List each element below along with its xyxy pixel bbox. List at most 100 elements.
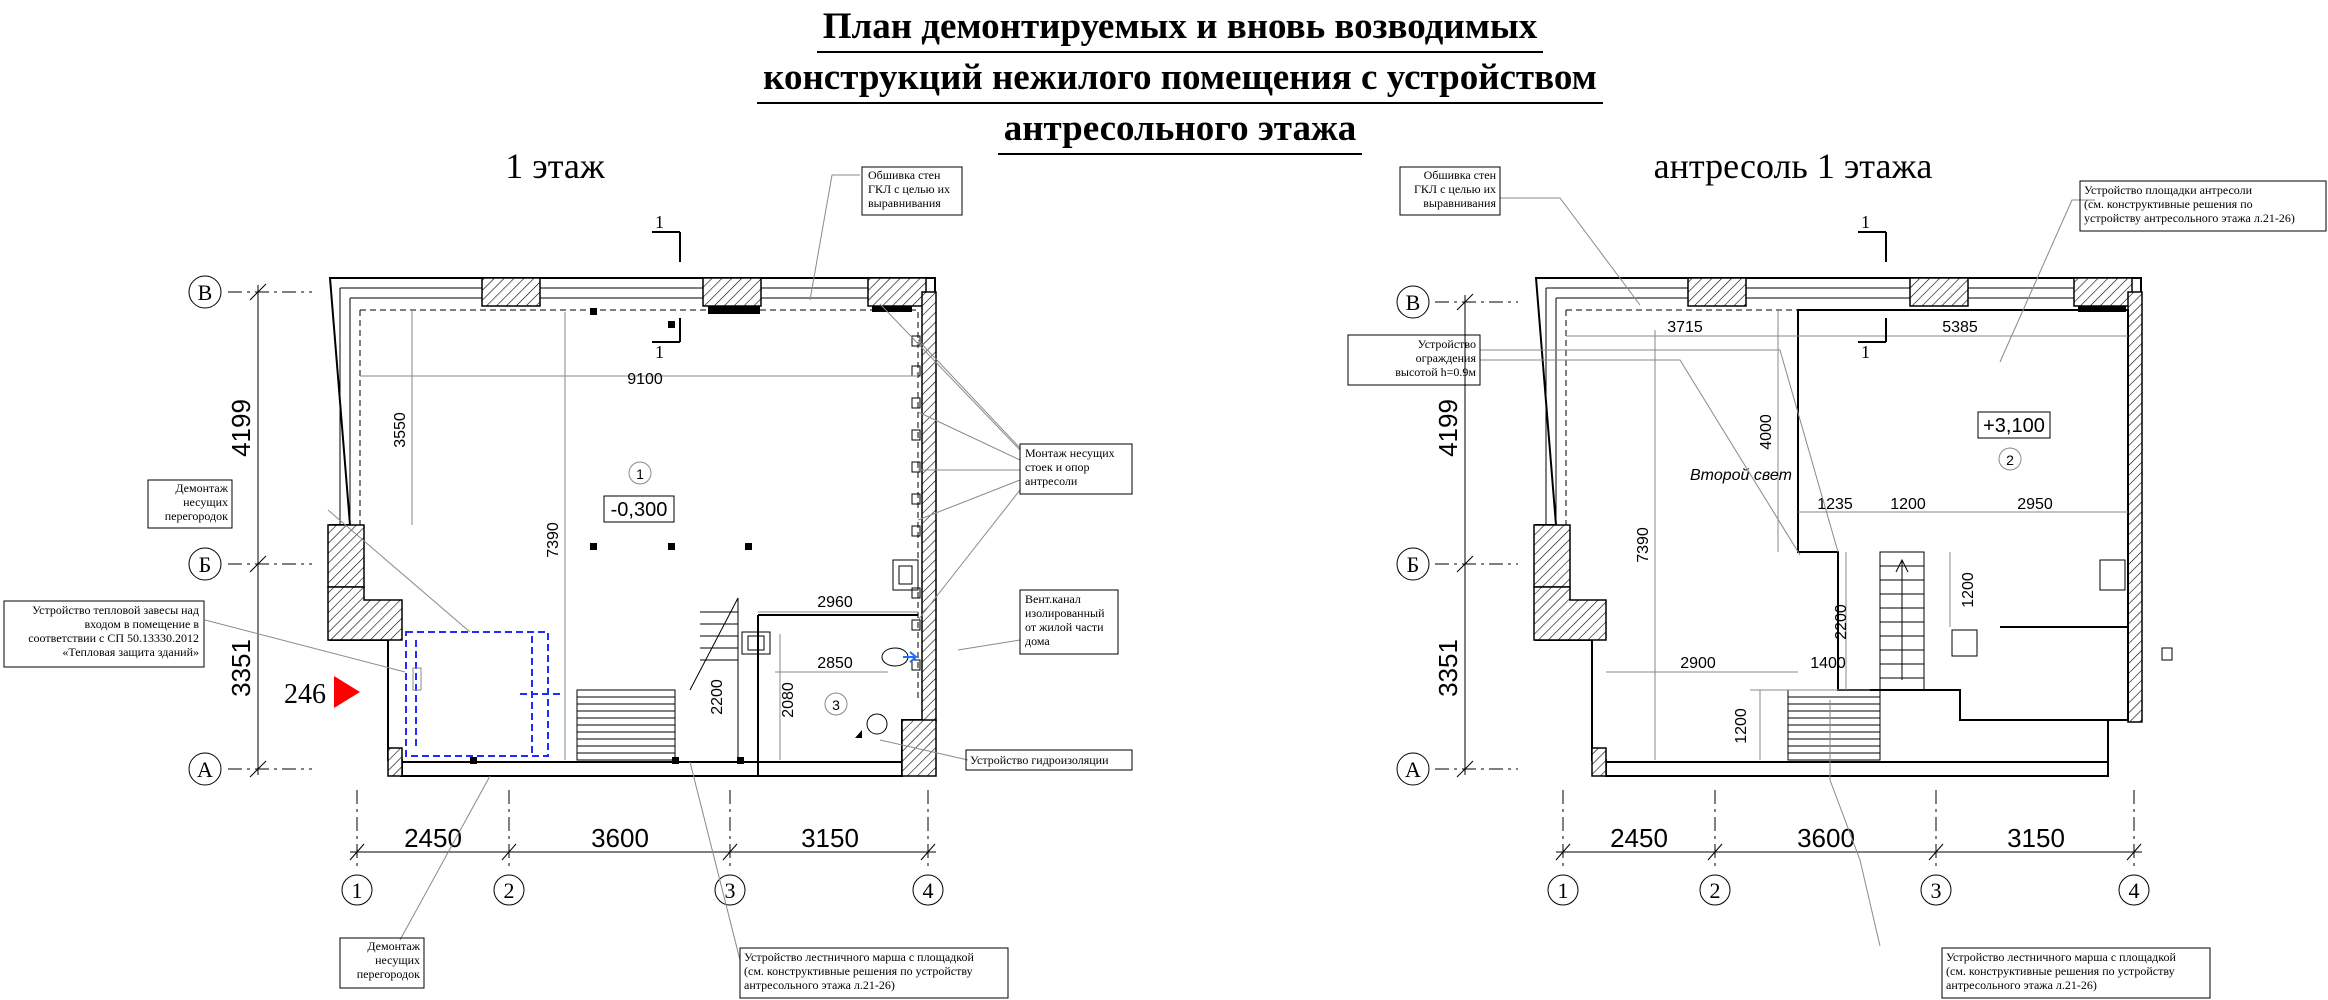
- dim-2950: 2950: [2017, 496, 2053, 513]
- dim-tick: [1456, 293, 1474, 311]
- section-mark-top-right: 1: [1861, 212, 1870, 232]
- entry-jamb-right: [1591, 747, 1607, 777]
- note-line: Обшивка стен: [868, 168, 941, 182]
- dim-2960: 2960: [817, 594, 853, 611]
- left-plan-heading: 1 этаж: [505, 146, 606, 186]
- dim-tick: [1456, 760, 1474, 778]
- window-top-3: [867, 277, 927, 307]
- section-mark-bottom: 1: [655, 342, 664, 362]
- section-mark-bottom-right: 1: [1861, 342, 1870, 362]
- column-markers: [470, 308, 921, 764]
- vent-box-inner: [898, 565, 913, 585]
- axis-bubble-3-right: [1920, 874, 1952, 906]
- leader-lines: [204, 174, 1021, 961]
- axis-bubble-2-right: [1699, 874, 1731, 906]
- dim-9100: 9100: [627, 371, 663, 388]
- window-top-2: [702, 277, 762, 307]
- dim-tick: [722, 843, 738, 861]
- dim-2450: 2450: [404, 823, 462, 853]
- window-top-3-right: [2073, 277, 2133, 307]
- room2-number: 2: [2006, 452, 2014, 468]
- note-stairs: Устройство лестничного марша с площадкой…: [739, 947, 1009, 999]
- dim-2200-right: 2200: [1833, 604, 1850, 640]
- dim-tick: [920, 843, 936, 861]
- dim-1200-c: 1200: [1733, 708, 1750, 744]
- pier-left-corner: [327, 586, 403, 641]
- drain-icon: [855, 730, 862, 738]
- vent-arrow-icon: [903, 651, 918, 663]
- dim-4199: 4199: [226, 399, 256, 457]
- dim-tick: [1707, 843, 1723, 861]
- dim-tick: [1555, 843, 1571, 861]
- pier-left-corner-right: [1533, 586, 1607, 641]
- dim-tick: [349, 843, 365, 861]
- dim-5385: 5385: [1942, 319, 1978, 336]
- svg-text:Устройство лестничного марша с: Устройство лестничного марша с площадкой…: [1946, 950, 2176, 992]
- axis-bubble-a-right: [1396, 752, 1430, 786]
- room1-circle: [628, 461, 652, 485]
- axis-label-3-right: 3: [1931, 878, 1942, 903]
- section-mark-top: 1: [655, 212, 664, 232]
- left-plan: 1 этаж В Б А 1 2 3 4 4199 3351: [3, 146, 1133, 999]
- stair-upper-flight: [1879, 551, 1925, 691]
- dim-3600-right: 3600: [1797, 823, 1855, 853]
- title-line-1: План демонтируемых и вновь возводимых: [816, 2, 1544, 53]
- stair-upper-treads: [700, 611, 738, 661]
- axis-bubble-4: [912, 874, 944, 906]
- axis-bubble-2: [493, 874, 525, 906]
- vent-box-right: [2099, 559, 2126, 591]
- dim-2450-right: 2450: [1610, 823, 1668, 853]
- dim-3351: 3351: [226, 639, 256, 697]
- right-plan-heading: антресоль 1 этажа: [1654, 146, 1933, 186]
- wc-box-inner: [747, 635, 765, 651]
- dim-3150-right: 3150: [2007, 823, 2065, 853]
- dim-4000: 4000: [1758, 414, 1775, 450]
- stair-lower-treads: [1788, 696, 1880, 754]
- room2-circle: [1998, 447, 2022, 471]
- title-line-3: антресольного этажа: [997, 104, 1363, 155]
- dim-tick: [1928, 843, 1944, 861]
- room1-level-box: [603, 495, 675, 523]
- stair-upper: [689, 597, 739, 760]
- dim-3150: 3150: [801, 823, 859, 853]
- dim-2200: 2200: [709, 679, 726, 715]
- waterproof-text: Устройство гидроизоляции: [970, 753, 1109, 767]
- axis-bubble-3: [714, 874, 746, 906]
- right-wall-hatch-right: [2127, 291, 2143, 723]
- note-waterproof: Устройство гидроизоляции: [965, 749, 1133, 771]
- dim-2850: 2850: [817, 655, 853, 672]
- room1-level: -0,300: [611, 499, 668, 521]
- dim-2080: 2080: [780, 682, 797, 718]
- room3-number: 3: [832, 697, 840, 713]
- stair-treads: [577, 696, 675, 754]
- window-top-1-right: [1687, 277, 1747, 307]
- note-line: выравнивания: [868, 196, 941, 210]
- axis-label-2-right: 2: [1710, 878, 1721, 903]
- dim-3715: 3715: [1667, 319, 1703, 336]
- dim-3550: 3550: [392, 412, 409, 448]
- note-line: ГКЛ с целью их: [868, 182, 950, 196]
- title-line-2: конструкций нежилого помещения с устройс…: [757, 53, 1603, 104]
- axis-label-a-right: А: [1405, 757, 1421, 782]
- stair-direction-arrow-icon: [1895, 558, 1909, 680]
- axis-bubble-b-right: [1396, 547, 1430, 581]
- axis-bubble-b: [188, 547, 222, 581]
- dim-tick: [2126, 843, 2142, 861]
- axis-label-4-right: 4: [2129, 878, 2140, 903]
- dim-1400: 1400: [1810, 655, 1846, 672]
- axis-label-4: 4: [923, 878, 934, 903]
- dim-tick: [1456, 555, 1474, 573]
- dim-1200-a: 1200: [1890, 496, 1926, 513]
- axis-label-1-right: 1: [1558, 878, 1569, 903]
- axis-bubble-1-right: [1547, 874, 1579, 906]
- axis-label-b: Б: [199, 552, 212, 577]
